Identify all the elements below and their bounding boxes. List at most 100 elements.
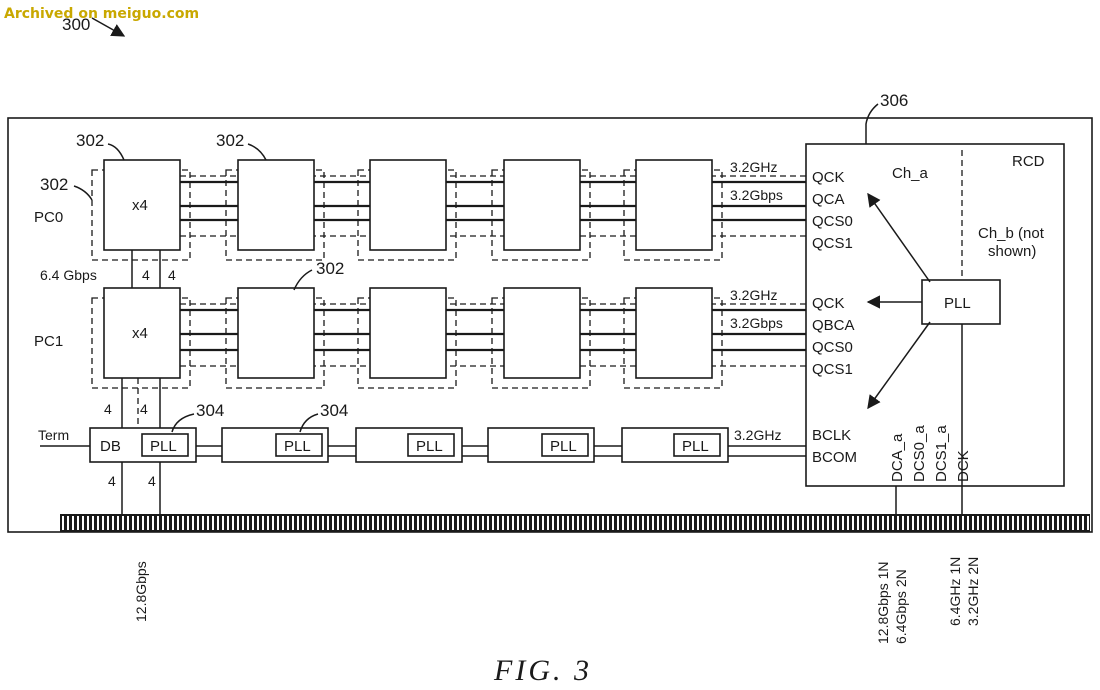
edge-pin [692,516,694,530]
edge-pin [287,516,289,530]
edge-pin [697,516,699,530]
edge-speed-ck-1n: 6.4GHz 1N [947,557,963,626]
edge-pin [592,516,594,530]
edge-pin [977,516,979,530]
rank-dashed-outline-pc1 [91,297,191,389]
edge-pin [217,516,219,530]
edge-pin [312,516,314,530]
edge-pin [352,516,354,530]
figure-caption: FIG. 3 [493,654,592,687]
rcd-signal-qcs1-top: QCS1 [812,235,853,252]
edge-pin [792,516,794,530]
edge-pin [1007,516,1009,530]
edge-pin [987,516,989,530]
edge-pin [582,516,584,530]
edge-pin [902,516,904,530]
edge-pin [897,516,899,530]
edge-pin [802,516,804,530]
edge-pin [572,516,574,530]
edge-pin [817,516,819,530]
edge-pin [452,516,454,530]
rank-dashed-outline-pc1-5 [623,297,723,389]
edge-pin [332,516,334,530]
edge-pin [617,516,619,530]
ref-304-a-leader [171,413,195,433]
edge-pin [557,516,559,530]
figure-ref-label: 300 [62,15,90,34]
edge-pin [777,516,779,530]
edge-pin [182,516,184,530]
edge-pin [927,516,929,530]
edge-pin [622,516,624,530]
rcd-title: RCD [1012,153,1045,170]
ref-302-c-leader [73,185,93,201]
edge-pin [677,516,679,530]
edge-pin [662,516,664,530]
dram-chip-pc1-4 [503,287,581,379]
edge-pin [722,516,724,530]
edge-pin [167,516,169,530]
edge-pin [267,516,269,530]
edge-pin [502,516,504,530]
rcd-signal-qck-bottom: QCK [812,295,845,312]
edge-pin [97,516,99,530]
edge-pin [257,516,259,530]
dram-chip-pc0-2 [237,159,315,251]
edge-pin [302,516,304,530]
edge-pin [232,516,234,530]
pll-label-2: PLL [284,438,311,455]
speed-bclk: 3.2GHz [734,427,781,443]
edge-pin [727,516,729,530]
edge-pin [392,516,394,530]
rank-dashed-outline-pc1-3 [357,297,457,389]
edge-pin [1002,516,1004,530]
edge-pin [907,516,909,530]
edge-pin [852,516,854,530]
edge-pin [947,516,949,530]
edge-pin [1067,516,1069,530]
rank-dashed-outline-pc0-3 [357,169,457,261]
edge-pin [92,516,94,530]
edge-pin [1072,516,1074,530]
edge-pin [1017,516,1019,530]
edge-pin [82,516,84,530]
edge-pin [187,516,189,530]
edge-pin [77,516,79,530]
speed-qbca-bottom: 3.2Gbps [730,315,783,331]
edge-pin [72,516,74,530]
edge-pin [487,516,489,530]
edge-pin [707,516,709,530]
rcd-ch-b-line1: Ch_b (not [978,225,1045,242]
edge-pin [142,516,144,530]
edge-pin [522,516,524,530]
edge-pin [422,516,424,530]
edge-pin [767,516,769,530]
edge-pin [602,516,604,530]
edge-connector [60,514,1090,532]
edge-pin [937,516,939,530]
edge-pin [632,516,634,530]
edge-pin [462,516,464,530]
bus-width-e: 4 [108,473,116,489]
edge-pin [412,516,414,530]
ref-302-a: 302 [76,131,104,150]
edge-pin [137,516,139,530]
edge-pin [652,516,654,530]
edge-pin [417,516,419,530]
ref-302-a-leader [107,143,125,161]
edge-pin [567,516,569,530]
edge-pin [157,516,159,530]
dram-chip-pc0-5 [635,159,713,251]
edge-pin [292,516,294,530]
bus-width-a: 4 [142,267,150,283]
edge-pin [957,516,959,530]
edge-pin [512,516,514,530]
rank-dashed-outline-pc1-4 [491,297,591,389]
dram-chip-pc0-4 [503,159,581,251]
dram-chip-pc0-3 [369,159,447,251]
figure-ref-arrow [91,17,126,37]
edge-pin [327,516,329,530]
edge-pin [472,516,474,530]
edge-pin [117,516,119,530]
